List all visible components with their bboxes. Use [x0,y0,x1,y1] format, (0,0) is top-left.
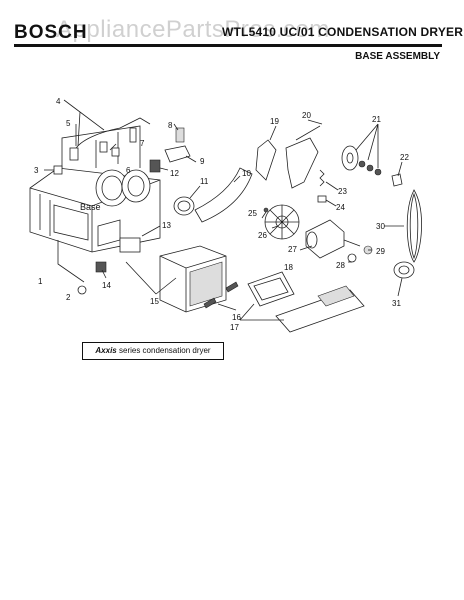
drive-motor [305,219,373,263]
pulley-assembly [341,145,403,187]
motor-bracket [255,125,321,189]
hose-assembly [53,117,151,175]
callout-2: 2 [66,293,71,302]
callout-22: 22 [400,153,409,162]
callout-16: 16 [232,313,241,322]
filter-panel [247,271,365,333]
header-rule [14,44,442,47]
drive-belt [406,189,422,263]
callout-15: 15 [150,297,159,306]
caption-box: Axxis series condensation dryer [82,342,224,360]
callout-11: 11 [200,177,209,186]
callout-12: 12 [170,169,179,178]
callout-30: 30 [376,222,385,231]
callout-23: 23 [338,187,347,196]
callout-6: 6 [126,166,131,175]
tension-parts [263,169,327,213]
callout-19: 19 [270,117,279,126]
caption-brand: Axxis [95,346,117,355]
callout-20: 20 [302,111,311,120]
callout-8: 8 [168,121,173,130]
base-label: Base [80,202,101,212]
callout-25: 25 [248,209,257,218]
section-title: BASE ASSEMBLY [355,51,440,62]
callout-7: 7 [140,139,145,148]
switch-parts [149,127,191,173]
idler-pulley [393,261,415,279]
callout-4: 4 [56,97,61,106]
condenser-module [77,237,227,313]
callout-10: 10 [242,169,251,178]
callout-5: 5 [66,119,71,128]
callout-14: 14 [102,281,111,290]
callout-27: 27 [288,245,297,254]
brand-logo: BOSCH [14,22,88,43]
callout-26: 26 [258,231,267,240]
caption-text: series condensation dryer [116,346,211,355]
leader-lines [44,99,404,321]
callout-21: 21 [372,115,381,124]
callout-13: 13 [162,221,171,230]
blower-fan [264,204,300,240]
callout-numbers: 4 5 3 6 7 8 9 12 10 11 13 14 1 2 15 16 1… [34,97,409,332]
screws [203,281,239,309]
callout-29: 29 [376,247,385,256]
callout-3: 3 [34,166,39,175]
callout-1: 1 [38,277,43,286]
model-title: WTL5410 UC/01 CONDENSATION DRYER [222,25,464,39]
callout-17: 17 [230,323,239,332]
callout-9: 9 [200,157,205,166]
callout-31: 31 [392,299,401,308]
callout-28: 28 [336,261,345,270]
callout-18: 18 [284,263,293,272]
exploded-parts-diagram: Base 4 5 3 6 7 8 9 12 10 11 13 14 1 2 15… [29,97,422,333]
callout-24: 24 [336,203,345,212]
seal-and-duct [173,167,253,223]
